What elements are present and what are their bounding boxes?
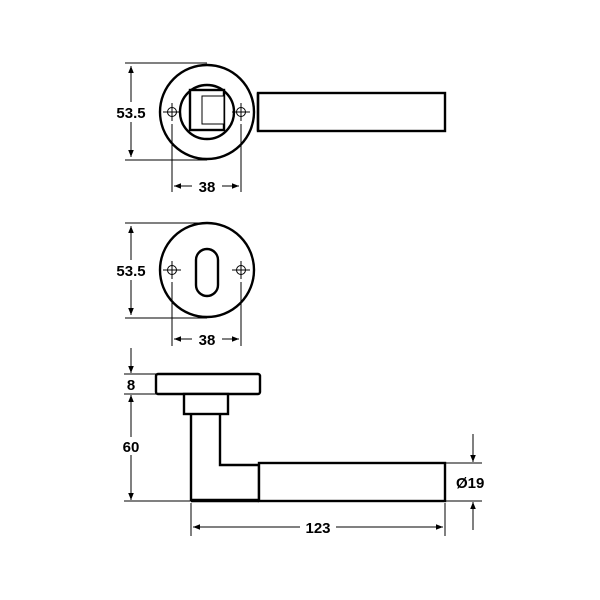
- screw-left-icon: [162, 260, 182, 280]
- handle-projection-label: 60: [123, 439, 140, 456]
- keyhole-icon: [194, 247, 220, 298]
- front-width-label: 38: [199, 179, 216, 196]
- lever-grip: [256, 91, 447, 133]
- lever-grip-profile: [257, 461, 447, 503]
- front-view: 53.5 38: [109, 62, 447, 196]
- escutcheon-view: 53.5 38: [109, 221, 256, 349]
- lever-body-profile: [189, 414, 261, 502]
- rose-thickness-label: 8: [127, 377, 135, 394]
- side-view: 8 60 Ø19 123: [117, 348, 484, 537]
- escutcheon-width-label: 38: [199, 332, 216, 349]
- rose-outer: [158, 63, 256, 161]
- spindle-boss: [182, 392, 230, 416]
- handle-diameter-label: Ø19: [456, 475, 484, 492]
- rose-profile: [154, 372, 262, 396]
- screw-left-icon: [162, 102, 182, 122]
- lever-neck-inner: [201, 95, 225, 125]
- screw-right-icon: [231, 260, 251, 280]
- escutcheon-height-label: 53.5: [116, 263, 145, 280]
- screw-right-icon: [231, 102, 251, 122]
- front-height-label: 53.5: [116, 105, 145, 122]
- handle-length-label: 123: [305, 520, 330, 537]
